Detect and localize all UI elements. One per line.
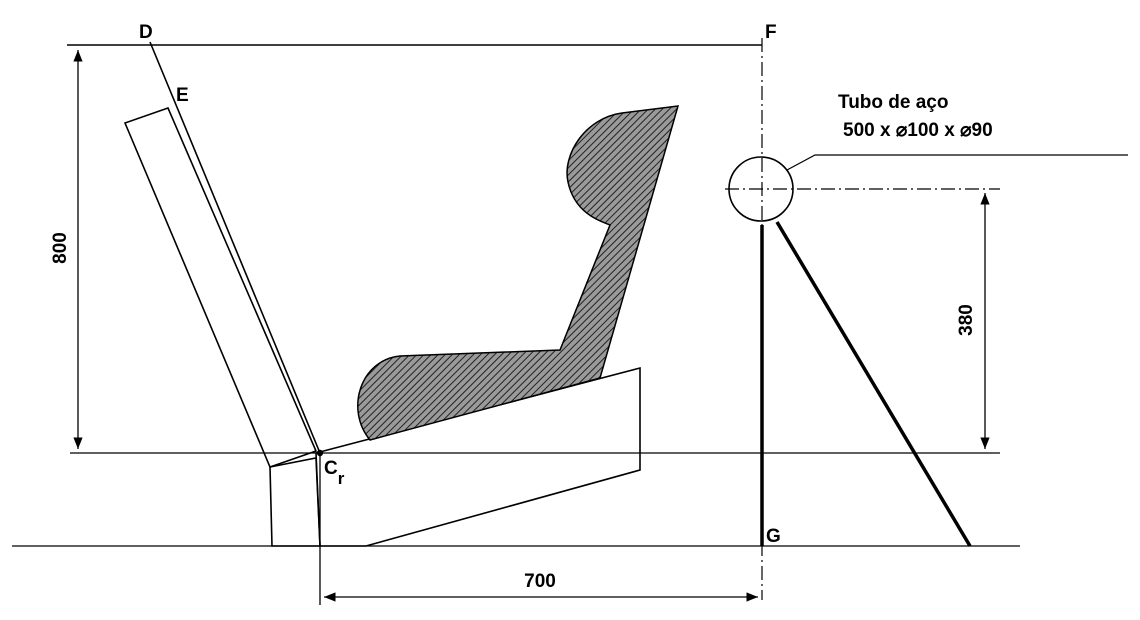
seat-silhouette — [357, 105, 680, 441]
tube-leader-line — [786, 154, 1128, 171]
point-cr-marker — [316, 449, 324, 457]
point-label-d: D — [139, 22, 153, 43]
point-label-cr: Cr — [324, 458, 345, 488]
backrest-line-d-cr — [149, 41, 321, 454]
dimension-label-700: 700 — [524, 571, 556, 592]
point-label-e: E — [176, 85, 189, 106]
dimension-label-380: 380 — [956, 304, 977, 336]
tube-note-line1: Tubo de aço — [838, 92, 948, 113]
point-label-cr-base: C — [324, 458, 338, 479]
backrest-panel — [123, 106, 318, 469]
point-label-f: F — [765, 22, 777, 43]
point-label-g: G — [766, 526, 781, 547]
diagonal-brace — [775, 221, 972, 547]
point-label-cr-subscript: r — [338, 469, 345, 488]
seat-base-block — [269, 457, 321, 547]
dimension-label-800: 800 — [50, 232, 71, 264]
tube-note-line2: 500 x ⌀100 x ⌀90 — [843, 120, 993, 141]
